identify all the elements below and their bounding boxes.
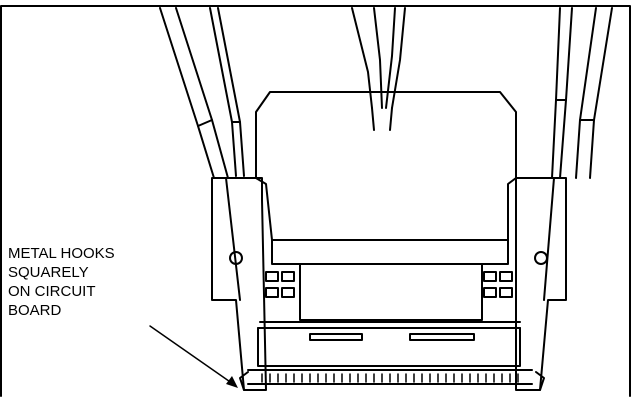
callout-line-4: BOARD [8,302,62,319]
tool-fingers-center [351,7,406,131]
callout-line-2: SQUARELY [8,264,89,281]
right-jaw [515,177,567,391]
left-metal-hook [239,371,249,391]
frame-border [0,5,631,397]
right-metal-hook [535,371,545,391]
left-pivot-icon [229,251,243,265]
right-tool-arm [551,7,613,179]
callout-line-3: ON CIRCUIT [8,283,96,300]
left-tool-arm [159,7,245,179]
right-pivot-icon [534,251,548,265]
callout-label: METAL HOOKS SQUARELY ON CIRCUIT BOARD [8,244,208,320]
leader-arrowhead-icon [226,376,238,388]
callout-line-1: METAL HOOKS [8,245,115,262]
pin-row [261,373,519,383]
callout-leader [149,325,237,387]
connector-housing [255,91,517,241]
